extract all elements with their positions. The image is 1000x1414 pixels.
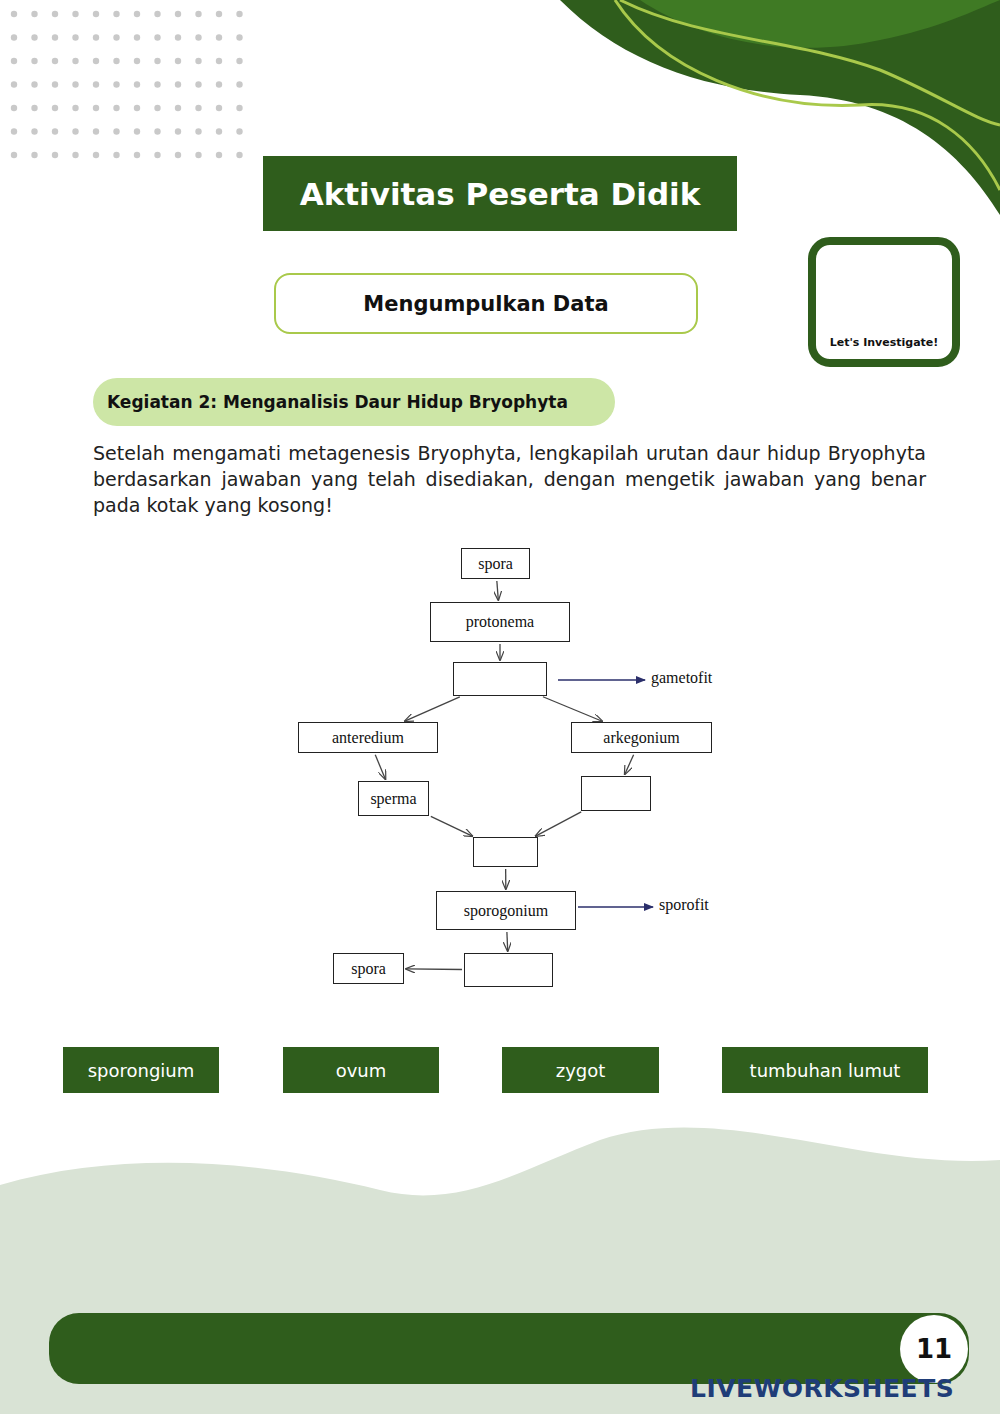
flow-arrow bbox=[406, 968, 462, 970]
blank-box bbox=[453, 662, 547, 696]
flow-arrow bbox=[506, 932, 508, 951]
footer-bar bbox=[49, 1313, 969, 1384]
node-text: sporongium bbox=[88, 1060, 195, 1081]
flow-arrow bbox=[405, 697, 460, 721]
flow-arrow bbox=[543, 697, 602, 721]
answer-option: sporongium bbox=[63, 1047, 219, 1093]
node-text: tumbuhan lumut bbox=[750, 1060, 901, 1081]
node-text: Aktivitas Peserta Didik bbox=[300, 176, 701, 212]
title-band: Aktivitas Peserta Didik bbox=[263, 156, 737, 231]
blank-box bbox=[581, 776, 651, 811]
answer-option: ovum bbox=[283, 1047, 439, 1093]
node-text: Mengumpulkan Data bbox=[363, 292, 608, 316]
section-box: Mengumpulkan Data bbox=[274, 273, 698, 334]
process-box: spora bbox=[333, 953, 404, 984]
blank-box bbox=[473, 837, 538, 867]
blank-box bbox=[464, 953, 553, 987]
flow-arrow bbox=[536, 812, 582, 836]
process-box: arkegonium bbox=[571, 722, 712, 753]
answer-option: tumbuhan lumut bbox=[722, 1047, 928, 1093]
node-text: Kegiatan 2: Menganalisis Daur Hidup Bryo… bbox=[107, 392, 568, 412]
node-text: spora bbox=[351, 960, 386, 978]
flow-arrow bbox=[431, 816, 472, 836]
side-label: sporofit bbox=[659, 896, 709, 914]
wave-mid bbox=[640, 0, 1000, 48]
process-box: sperma bbox=[358, 781, 429, 816]
page-number: 11 bbox=[900, 1315, 968, 1383]
process-box: protonema bbox=[430, 602, 570, 642]
flow-arrow bbox=[497, 581, 498, 600]
node-text: zygot bbox=[556, 1060, 606, 1081]
watermark: LIVEWORKSHEETS bbox=[690, 1374, 954, 1403]
node-text: ovum bbox=[336, 1060, 387, 1081]
process-box: sporogonium bbox=[436, 891, 576, 930]
node-text: protonema bbox=[466, 613, 534, 631]
node-text: sporogonium bbox=[464, 902, 548, 920]
activity-pill: Kegiatan 2: Menganalisis Daur Hidup Bryo… bbox=[93, 378, 615, 426]
process-box: anteredium bbox=[298, 722, 438, 753]
bottom-wave bbox=[0, 1128, 1000, 1414]
flow-arrow bbox=[625, 755, 634, 774]
side-label: gametofit bbox=[651, 669, 712, 687]
answer-option: zygot bbox=[502, 1047, 659, 1093]
node-text: spora bbox=[478, 555, 513, 573]
node-text: anteredium bbox=[332, 729, 404, 747]
flow-arrow bbox=[499, 644, 500, 660]
flow-arrow bbox=[505, 869, 506, 889]
leader-arrow bbox=[558, 679, 645, 681]
dot-grid bbox=[11, 11, 243, 158]
node-text: Let's Investigate! bbox=[830, 336, 939, 349]
leader-arrow bbox=[578, 906, 653, 908]
flow-arrow bbox=[375, 755, 385, 779]
investigate-badge: Let's Investigate! bbox=[808, 237, 960, 367]
instruction-text: Setelah mengamati metagenesis Bryophyta,… bbox=[93, 440, 926, 518]
wave-line bbox=[620, 0, 1000, 125]
node-text: 11 bbox=[916, 1334, 952, 1364]
node-text: arkegonium bbox=[603, 729, 679, 747]
node-text: sperma bbox=[370, 790, 416, 808]
process-box: spora bbox=[461, 548, 530, 579]
